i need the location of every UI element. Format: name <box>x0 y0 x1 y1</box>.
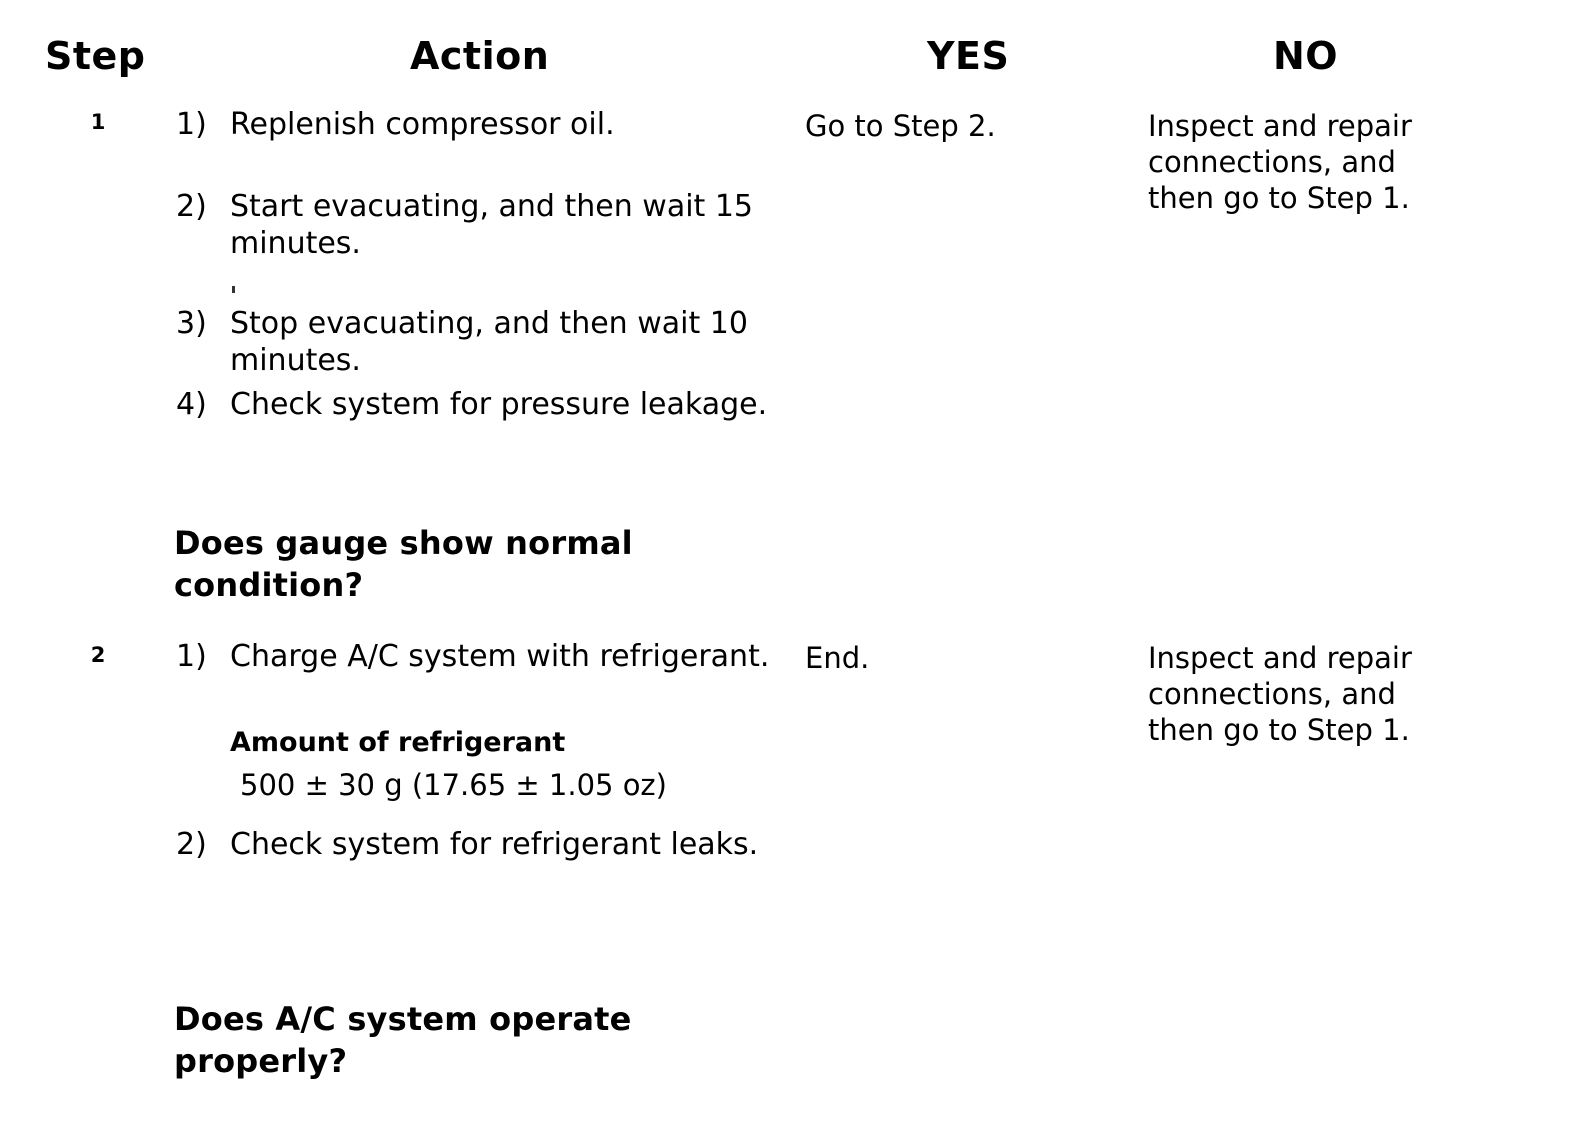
list-item: 4) Check system for pressure leakage. <box>176 386 816 423</box>
list-item-marker: 3) <box>176 306 207 341</box>
step-number: 2 <box>90 643 106 667</box>
decision-question: Does gauge show normal condition? <box>174 524 633 604</box>
list-item-text: Check system for refrigerant leaks. <box>230 827 759 862</box>
list-item: 3) Stop evacuating, and then wait 10 min… <box>176 305 756 379</box>
list-item-marker: 1) <box>176 107 207 142</box>
yes-branch-text: Go to Step 2. <box>805 109 996 143</box>
list-item-text: Charge A/C system with refrigerant. <box>230 639 770 674</box>
list-item: 2) Start evacuating, and then wait 15 mi… <box>176 188 768 262</box>
list-item: 2) Check system for refrigerant leaks. <box>176 826 796 863</box>
list-item-text: Replenish compressor oil. <box>230 107 615 142</box>
decision-question: Does A/C system operate properly? <box>174 1000 632 1080</box>
step-number: 1 <box>90 110 106 134</box>
scan-artifact-speck <box>232 286 235 293</box>
yes-branch-text: End. <box>805 641 870 675</box>
column-header-no: NO <box>1273 34 1339 78</box>
column-header-action: Action <box>410 34 550 78</box>
column-header-yes: YES <box>927 34 1010 78</box>
list-item-marker: 2) <box>176 827 207 862</box>
list-item: 1) Charge A/C system with refrigerant. <box>176 638 796 675</box>
list-item-text: Start evacuating, and then wait 15 minut… <box>230 189 754 261</box>
spec-value: 500 ± 30 g (17.65 ± 1.05 oz) <box>240 768 667 802</box>
list-item-marker: 4) <box>176 387 207 422</box>
spec-title: Amount of refrigerant <box>230 727 566 758</box>
list-item-text: Check system for pressure leakage. <box>230 387 768 422</box>
list-item-marker: 1) <box>176 639 207 674</box>
no-branch-text: Inspect and repair connections, and then… <box>1148 109 1412 215</box>
column-header-step: Step <box>45 34 146 78</box>
list-item-marker: 2) <box>176 189 207 224</box>
list-item-text: Stop evacuating, and then wait 10 minute… <box>230 306 748 378</box>
table-header-row: Step Action YES NO <box>0 26 1584 86</box>
no-branch-text: Inspect and repair connections, and then… <box>1148 641 1412 747</box>
list-item: 1) Replenish compressor oil. <box>176 106 776 143</box>
